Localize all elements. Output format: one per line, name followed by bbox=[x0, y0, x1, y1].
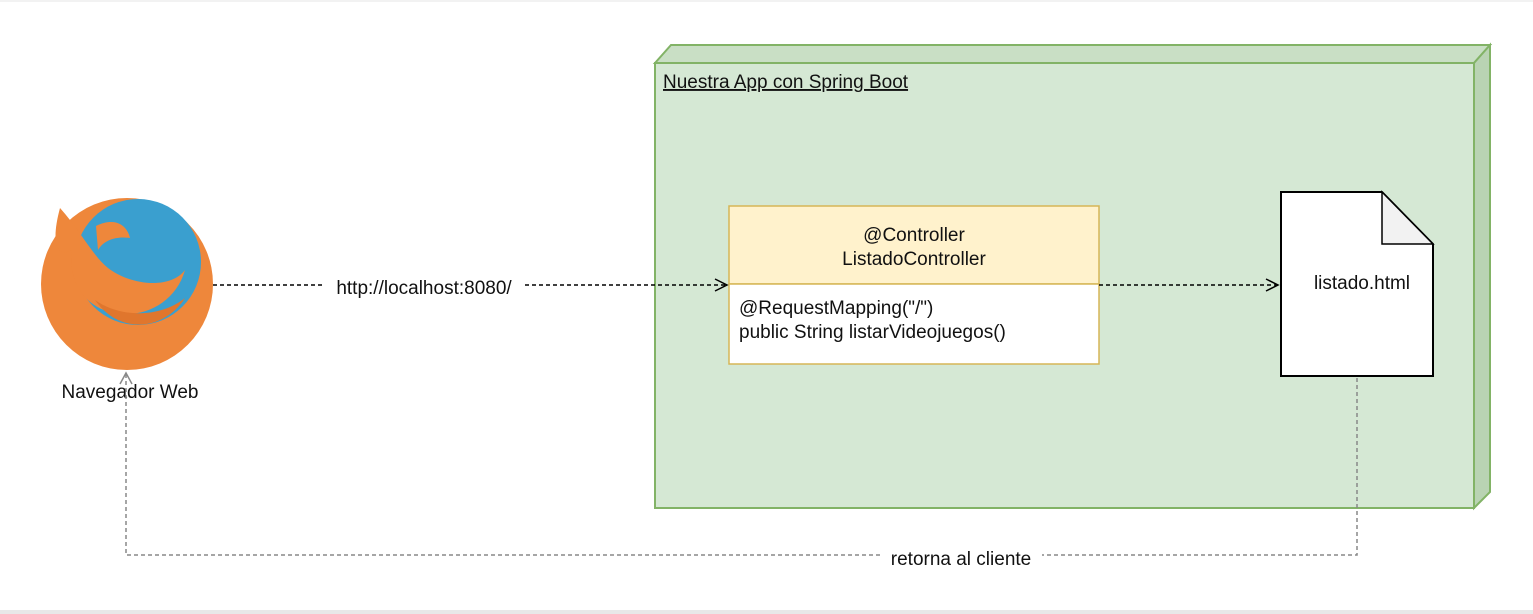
request-mapping-annotation: @RequestMapping("/") bbox=[739, 298, 933, 319]
controller-to-document-arrow[interactable] bbox=[1099, 278, 1280, 292]
controller-annotation: @Controller bbox=[863, 225, 965, 246]
controller-method: public String listarVideojuegos() bbox=[739, 322, 1006, 343]
browser-label: Navegador Web bbox=[62, 382, 199, 403]
bottom-band bbox=[0, 610, 1533, 614]
request-url-label: http://localhost:8080/ bbox=[336, 278, 512, 299]
firefox-icon[interactable] bbox=[41, 198, 213, 370]
request-arrow[interactable] bbox=[213, 278, 729, 292]
document-icon[interactable] bbox=[1280, 190, 1435, 377]
node-title: Nuestra App con Spring Boot bbox=[663, 72, 909, 93]
listado-controller-box[interactable] bbox=[728, 205, 1100, 365]
document-label: listado.html bbox=[1314, 273, 1410, 294]
controller-class-name: ListadoController bbox=[842, 249, 986, 270]
response-arrow[interactable] bbox=[119, 371, 1358, 556]
response-label: retorna al cliente bbox=[891, 549, 1031, 570]
